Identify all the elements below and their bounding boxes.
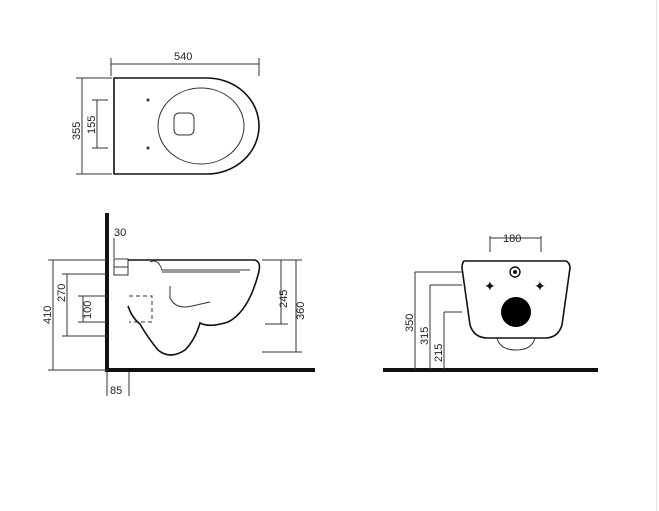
top-view-mount-hole — [146, 146, 150, 150]
front-view-water-inlet — [509, 266, 521, 278]
side-view: 30 410 270 100 245 360 85 — [42, 213, 315, 397]
front-view-bolt-left-icon: ✦ — [484, 279, 496, 295]
top-view-flush-hole — [173, 112, 195, 136]
dim-floor-offset-label: 85 — [110, 385, 122, 397]
top-view-outline — [113, 77, 260, 175]
dim-inlet-height-label: 270 — [56, 284, 68, 302]
dim-total-height-label: 410 — [42, 306, 54, 324]
dim-bolt-spacing-label: 180 — [503, 233, 521, 245]
front-view: ✦ ✦ 180 350 315 215 — [383, 233, 598, 372]
side-view-outlet — [129, 295, 153, 323]
front-view-bolt-right-icon: ✦ — [534, 279, 546, 295]
side-view-outline — [127, 259, 261, 356]
dim-outlet-height-label: 100 — [82, 301, 94, 319]
dim-front-215-label: 215 — [433, 344, 445, 362]
top-view-seat-opening — [157, 87, 245, 165]
top-view-mount-hole — [146, 98, 150, 102]
dim-width-label: 540 — [174, 51, 192, 63]
front-view-water-inlet-core — [513, 270, 517, 274]
dim-front-350-label: 350 — [404, 314, 416, 332]
page-border — [656, 0, 657, 511]
front-view-outlet — [501, 297, 531, 327]
dim-seat-label: 155 — [86, 116, 98, 134]
dim-wall-gap-label: 30 — [114, 227, 126, 239]
dim-depth-label: 355 — [71, 122, 83, 140]
top-view: 540 355 155 — [71, 51, 260, 175]
front-view-outline — [461, 260, 571, 339]
side-view-seat — [149, 260, 250, 271]
dim-bowl-top-label: 245 — [278, 290, 290, 308]
dim-front-315-label: 315 — [419, 327, 431, 345]
side-view-trap — [169, 286, 211, 308]
dim-rim-height-label: 360 — [295, 302, 307, 320]
front-view-base — [496, 337, 536, 351]
